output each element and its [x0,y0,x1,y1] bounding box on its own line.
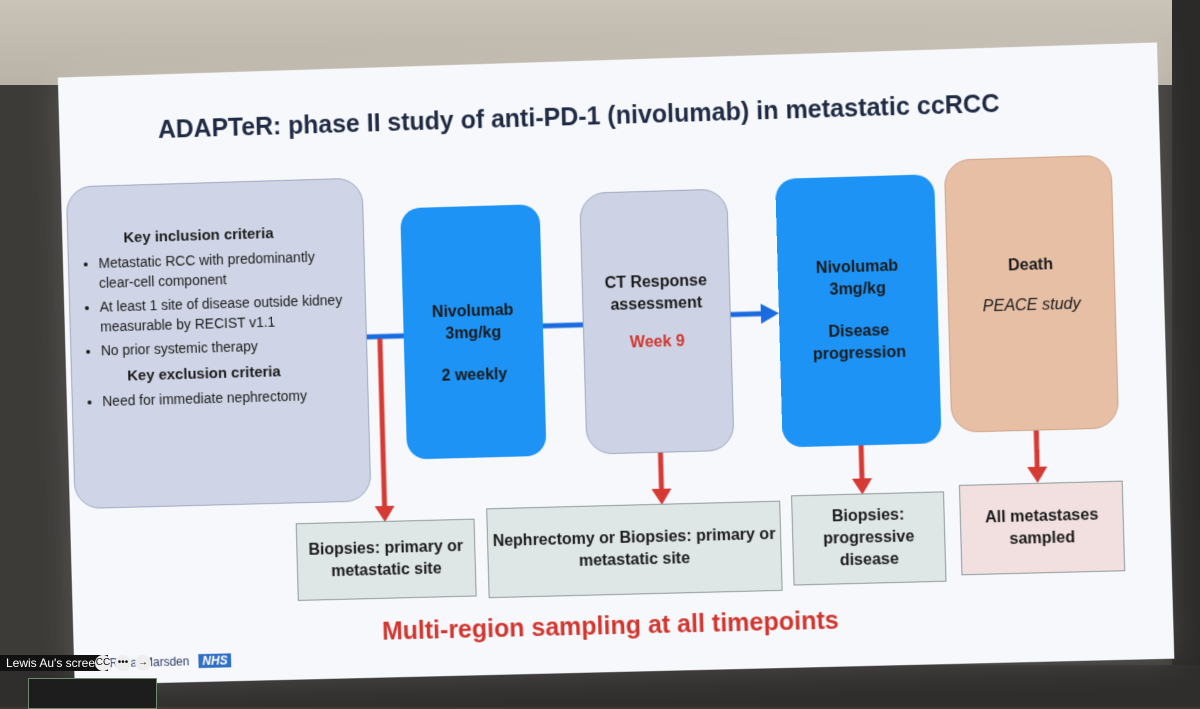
inclusion-heading: Key inclusion criteria [123,225,274,247]
screen-share-label: Lewis Au's screen [0,655,108,671]
stage-nivolumab-2weekly: Nivolumab 3mg/kg 2 weekly [400,204,547,460]
inclusion-list: Metastatic RCC with predominantly clear-… [84,246,352,361]
arrow-right-icon[interactable]: → [135,655,151,671]
presentation-slide: ADAPTeR: phase II study of anti-PD-1 (ni… [57,42,1175,685]
sample-box: Nephrectomy or Biopsies: primary or meta… [486,500,783,599]
sample-box: All metastases sampled [958,480,1126,576]
stage-disease-progression: Nivolumab 3mg/kg Disease progression [775,174,942,448]
stage-study: PEACE study [982,295,1081,316]
stage-ct-response: CT Response assessment Week 9 [579,188,735,455]
flow-arrows [58,303,1048,523]
screen-share-controls: CC ••• → [95,655,151,671]
stage-schedule: 2 weekly [441,365,508,385]
video-thumbnail[interactable] [28,678,157,709]
inclusion-item: Metastatic RCC with predominantly clear-… [98,246,350,293]
sample-box: Biopsies: primary or metastatic site [295,518,477,601]
exclusion-item: Need for immediate nephrectomy [102,384,354,411]
inclusion-item: No prior systemic therapy [101,333,353,360]
stage-week: Week 9 [629,332,686,352]
inclusion-item: At least 1 site of disease outside kidne… [99,290,351,337]
stage-title: CT Response [604,272,708,293]
stage-dose: 3mg/kg [829,280,887,299]
captions-icon[interactable]: CC [95,655,111,671]
stage-event-cont: progression [812,343,907,364]
stage-subtitle: assessment [610,294,703,315]
exclusion-heading: Key exclusion criteria [127,363,281,385]
stage-title: Death [1007,256,1054,275]
criteria-box: Key inclusion criteria Metastatic RCC wi… [65,177,372,510]
exclusion-list: Need for immediate nephrectomy [88,384,354,411]
nhs-badge: NHS [198,653,232,669]
stage-death: Death PEACE study [943,154,1120,433]
background-edge [1172,0,1200,707]
sample-box: Biopsies: progressive disease [791,491,947,586]
stage-dose: 3mg/kg [445,324,502,343]
more-icon[interactable]: ••• [115,655,131,671]
